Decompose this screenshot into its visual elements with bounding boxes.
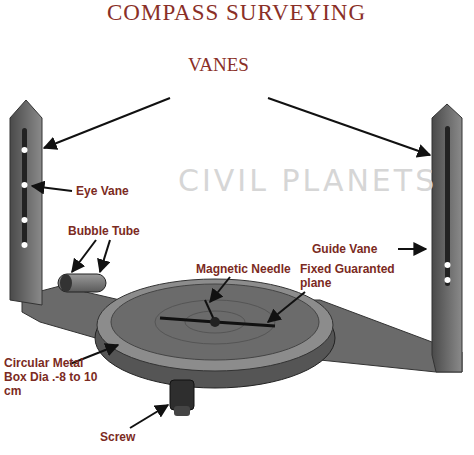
part-label: Circular Metal Box Dia .-8 to 10 cm bbox=[4, 356, 108, 398]
title: COMPASS SURVEYING bbox=[107, 6, 366, 20]
watermark: CIVIL PLANETS bbox=[178, 174, 437, 188]
part-label: Screw bbox=[100, 430, 135, 444]
part-label: Magnetic Needle bbox=[196, 262, 291, 276]
group-label: VANES bbox=[188, 58, 249, 72]
part-label: Eye Vane bbox=[76, 184, 129, 198]
part-label: Fixed Guaranted plane bbox=[300, 262, 420, 290]
part-label: Bubble Tube bbox=[68, 224, 140, 238]
part-label: Guide Vane bbox=[312, 242, 377, 256]
